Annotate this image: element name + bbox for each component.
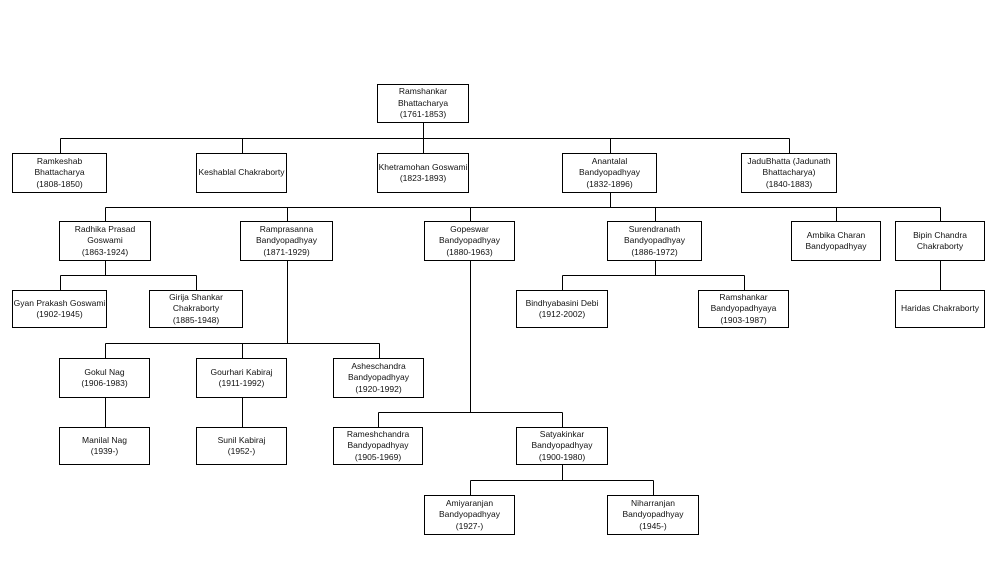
person-name-line: Bandyopadhyay (531, 440, 593, 451)
person-dates: (1945-) (639, 520, 667, 531)
person-name: Bipin Chandra (913, 229, 967, 240)
person-dates: (1903-1987) (720, 314, 767, 325)
person-name-line: Bhattacharya) (762, 167, 816, 178)
person-name: Asheschandra (351, 360, 406, 371)
person-dates: (1920-1992) (355, 383, 402, 394)
person-box-sunil-kabiraj: Sunil Kabiraj(1952-) (196, 427, 287, 465)
person-box-gokul-nag: Gokul Nag(1906-1983) (59, 358, 150, 398)
person-name: Sunil Kabiraj (217, 434, 266, 445)
person-name: Niharranjan (631, 497, 675, 508)
person-name: Ramkeshab (36, 155, 83, 166)
person-name-line: Bandyopadhyay (624, 235, 685, 246)
person-name: Rameshchandra (346, 428, 410, 439)
person-name: Gyan Prakash Goswami (13, 297, 106, 308)
person-dates: (1808-1850) (36, 178, 83, 189)
person-name: Bindhyabasini Debi (525, 297, 599, 308)
person-name-line: Bhattacharya (397, 97, 449, 108)
person-name-line: Chakraborty (916, 241, 964, 251)
person-dates: (1832-1896) (586, 178, 633, 189)
person-box-keshablal-chakraborty: Keshablal Chakraborty (196, 153, 287, 193)
person-name-line: Bandyopadhyay (347, 440, 409, 451)
person-name: Radhika Prasad (74, 223, 136, 234)
person-name: Haridas Chakraborty (901, 303, 979, 314)
person-name: Ambika Charan (806, 229, 866, 240)
person-dates: (1871-1929) (263, 246, 310, 257)
person-dates: (1906-1983) (81, 378, 128, 388)
person-name-line: Bandyopadhyay (579, 167, 640, 178)
person-name-line: Bhattacharya (34, 167, 85, 178)
person-name: Ramprasanna (259, 223, 314, 234)
person-dates: (1952-) (227, 446, 256, 456)
person-dates: (1905-1969) (354, 451, 402, 462)
person-name: Khetramohan Goswami (378, 161, 468, 172)
person-name-line: Chakraborty (172, 303, 220, 314)
person-dates: (1939-) (90, 446, 119, 456)
person-dates: (1863-1924) (81, 246, 129, 257)
person-box-gourhari-kabiraj: Gourhari Kabiraj(1911-1992) (196, 358, 287, 398)
person-name-line: Bandyopadhyay (256, 235, 317, 246)
person-dates: (1902-1945) (36, 309, 83, 319)
person-name: Ramshankar (398, 86, 448, 97)
person-dates: (1927-) (455, 520, 484, 531)
person-name: Satyakinkar (539, 428, 585, 439)
person-dates: (1900-1980) (538, 451, 586, 462)
person-dates: (1880-1963) (446, 246, 493, 257)
person-dates: (1886-1972) (631, 246, 678, 257)
person-name: Manilal Nag (82, 434, 127, 445)
person-name: Amiyaranjan (445, 497, 494, 508)
person-name-line: Bandyopadhyay (439, 509, 500, 520)
person-dates: (1761-1853) (399, 109, 447, 120)
person-dates: (1911-1992) (218, 378, 265, 388)
person-box-gyan-prakash-goswami: Gyan Prakash Goswami(1902-1945) (12, 290, 107, 328)
person-name-line: Goswami (87, 235, 123, 246)
person-name: Gopeswar (450, 223, 489, 234)
person-name-line: Bandyopadhyay (622, 509, 684, 520)
person-name: JaduBhatta (Jadunath (747, 155, 831, 166)
person-dates: (1912-2002) (538, 309, 586, 319)
person-dates: (1823-1893) (399, 173, 447, 183)
person-name: Anantalal (591, 155, 628, 166)
person-name: Keshablal Chakraborty (198, 167, 285, 178)
person-box-bindhyabasini-debi: Bindhyabasini Debi(1912-2002) (516, 290, 608, 328)
person-name: Girija Shankar (169, 291, 223, 302)
person-box-manilal-nag: Manilal Nag(1939-) (59, 427, 150, 465)
person-name-line: Bandyopadhyay (439, 235, 500, 246)
person-name: Surendranath (628, 223, 681, 234)
person-name: Ramshankar (719, 291, 768, 302)
person-name: Gourhari Kabiraj (210, 366, 273, 377)
person-box-haridas-chakraborty: Haridas Chakraborty (895, 290, 985, 328)
person-name-line: Bandyopadhyaya (710, 303, 777, 314)
person-dates: (1840-1883) (765, 178, 813, 189)
person-box-khetramohan-goswami: Khetramohan Goswami(1823-1893) (377, 153, 469, 193)
person-dates: (1885-1948) (172, 314, 220, 325)
person-name-line: Bandyopadhyay (805, 241, 867, 251)
person-name: Gokul Nag (84, 366, 125, 377)
person-name-line: Bandyopadhyay (348, 372, 409, 383)
